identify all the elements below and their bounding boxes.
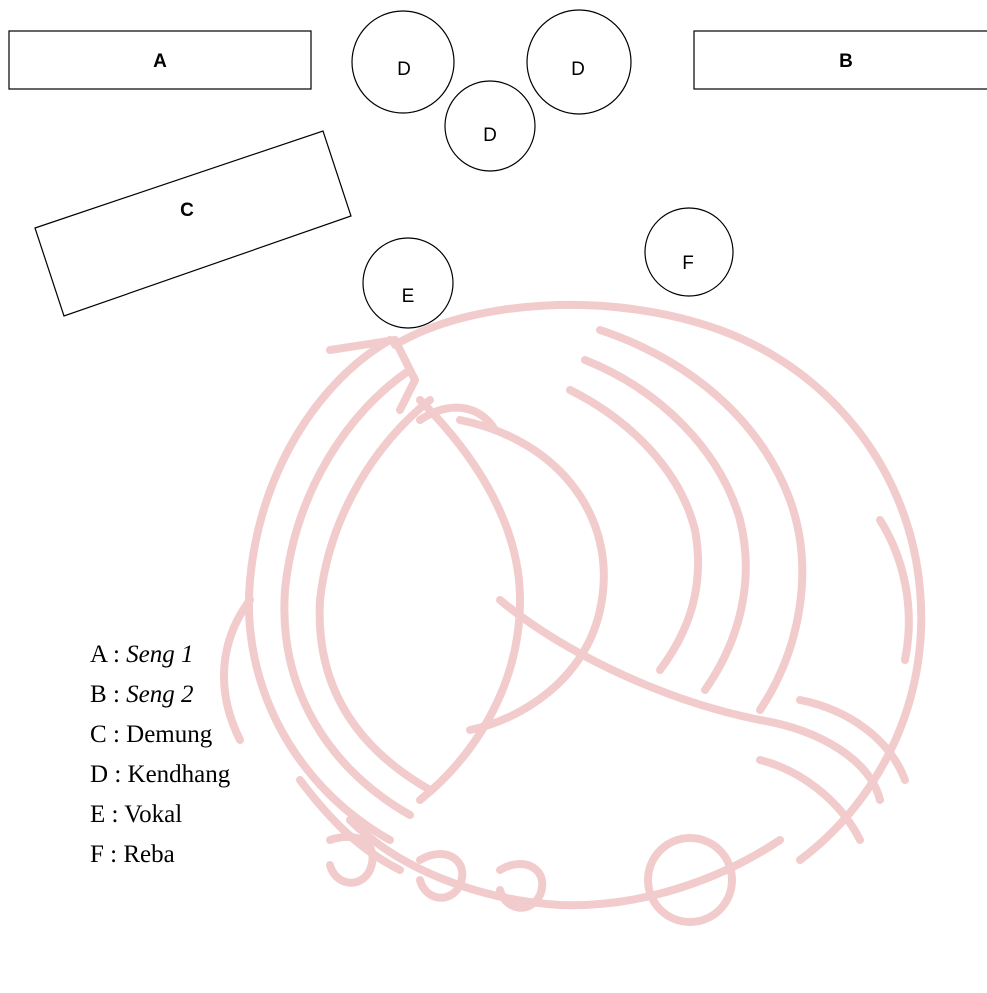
station-C: C: [35, 131, 351, 316]
label-D-left: D: [397, 59, 411, 80]
legend-item-C: C : Demung: [90, 720, 230, 760]
label-A: A: [153, 51, 167, 72]
legend-key: B: [90, 681, 107, 708]
legend-name: Vokal: [124, 801, 182, 828]
station-D-center: D: [445, 81, 535, 171]
station-D-right: D: [527, 10, 631, 114]
label-C: C: [180, 200, 194, 221]
legend-separator: :: [107, 721, 126, 748]
label-D-center: D: [483, 125, 497, 146]
station-E: E: [363, 238, 453, 328]
legend-item-D: D : Kendhang: [90, 760, 230, 800]
label-E: E: [402, 286, 415, 307]
legend-name: Demung: [126, 721, 212, 748]
station-F: F: [645, 208, 733, 296]
circle-E: [363, 238, 453, 328]
legend-name: Reba: [123, 841, 174, 868]
rectangle-C: [35, 131, 351, 316]
label-B: B: [839, 51, 853, 72]
label-D-right: D: [571, 59, 585, 80]
station-D-left: D: [352, 11, 454, 113]
legend-key: F: [90, 841, 104, 868]
legend-list: A : Seng 1 B : Seng 2 C : Demung D : Ken…: [90, 640, 230, 880]
legend-separator: :: [107, 641, 126, 668]
legend-name: Kendhang: [128, 761, 231, 788]
legend-name: Seng 2: [126, 681, 193, 708]
legend-item-A: A : Seng 1: [90, 640, 230, 680]
legend-item-F: F : Reba: [90, 840, 230, 880]
legend-key: D: [90, 761, 108, 788]
legend-separator: :: [104, 841, 123, 868]
legend-key: C: [90, 721, 107, 748]
legend-separator: :: [108, 761, 127, 788]
legend-name: Seng 1: [126, 641, 193, 668]
legend-key: E: [90, 801, 105, 828]
legend-separator: :: [105, 801, 124, 828]
station-B: B: [694, 31, 987, 89]
legend-item-E: E : Vokal: [90, 800, 230, 840]
legend-key: A: [90, 641, 107, 668]
label-F: F: [682, 253, 694, 274]
circle-F: [645, 208, 733, 296]
phoenix-watermark-icon: [224, 305, 921, 922]
station-A: A: [9, 31, 311, 89]
legend-item-B: B : Seng 2: [90, 680, 230, 720]
legend-separator: :: [107, 681, 126, 708]
